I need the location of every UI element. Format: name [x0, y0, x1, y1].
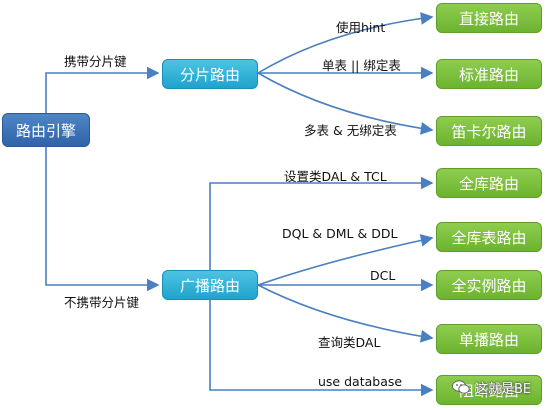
edge-label-multi-no-binding: 多表 & 无绑定表	[304, 123, 397, 138]
unicast-route-node: 单播路由	[436, 324, 542, 354]
edge-label-dcl: DCL	[370, 268, 396, 283]
edge-label-single-or-binding: 单表 || 绑定表	[322, 58, 401, 73]
instance-route-node: 全实例路由	[436, 270, 542, 300]
root-node: 路由引擎	[2, 113, 90, 147]
block-route-node: 阻断路由	[436, 375, 542, 405]
edge-broadcast-trunk	[209, 176, 434, 270]
edge-label-with-shard-key: 携带分片键	[64, 54, 127, 69]
cartesian-route-node: 笛卡尔路由	[436, 116, 542, 146]
edge-label-use-hint: 使用hint	[336, 20, 386, 35]
wechat-icon	[452, 380, 470, 394]
edge-broadcast-to-block	[209, 300, 434, 397]
standard-route-node: 标准路由	[436, 59, 542, 89]
edge-root-to-broadcast	[45, 147, 160, 292]
direct-route-node: 直接路由	[436, 3, 542, 33]
edge-shard-to-direct	[257, 12, 434, 74]
edge-label-dal-tcl: 设置类DAL & TCL	[284, 169, 387, 184]
edge-label-use-database: use database	[318, 374, 403, 389]
edge-label-dql-dml-ddl: DQL & DML & DDL	[282, 226, 398, 241]
database-table-route-node: 全库表路由	[436, 222, 542, 252]
broadcast-route-node: 广播路由	[162, 270, 258, 300]
edge-label-query-dal: 查询类DAL	[318, 335, 381, 350]
shard-route-node: 分片路由	[162, 59, 258, 89]
edge-shard-to-cartesian	[257, 72, 434, 135]
edge-root-to-shard	[45, 66, 160, 113]
database-route-node: 全库路由	[436, 168, 542, 198]
watermark: 这就是BE	[452, 374, 542, 400]
edge-broadcast-to-database	[257, 234, 434, 286]
edge-label-without-shard-key: 不携带分片键	[64, 295, 140, 310]
edge-broadcast-to-unicast	[257, 284, 434, 343]
watermark-text: 这就是BE	[475, 381, 532, 397]
